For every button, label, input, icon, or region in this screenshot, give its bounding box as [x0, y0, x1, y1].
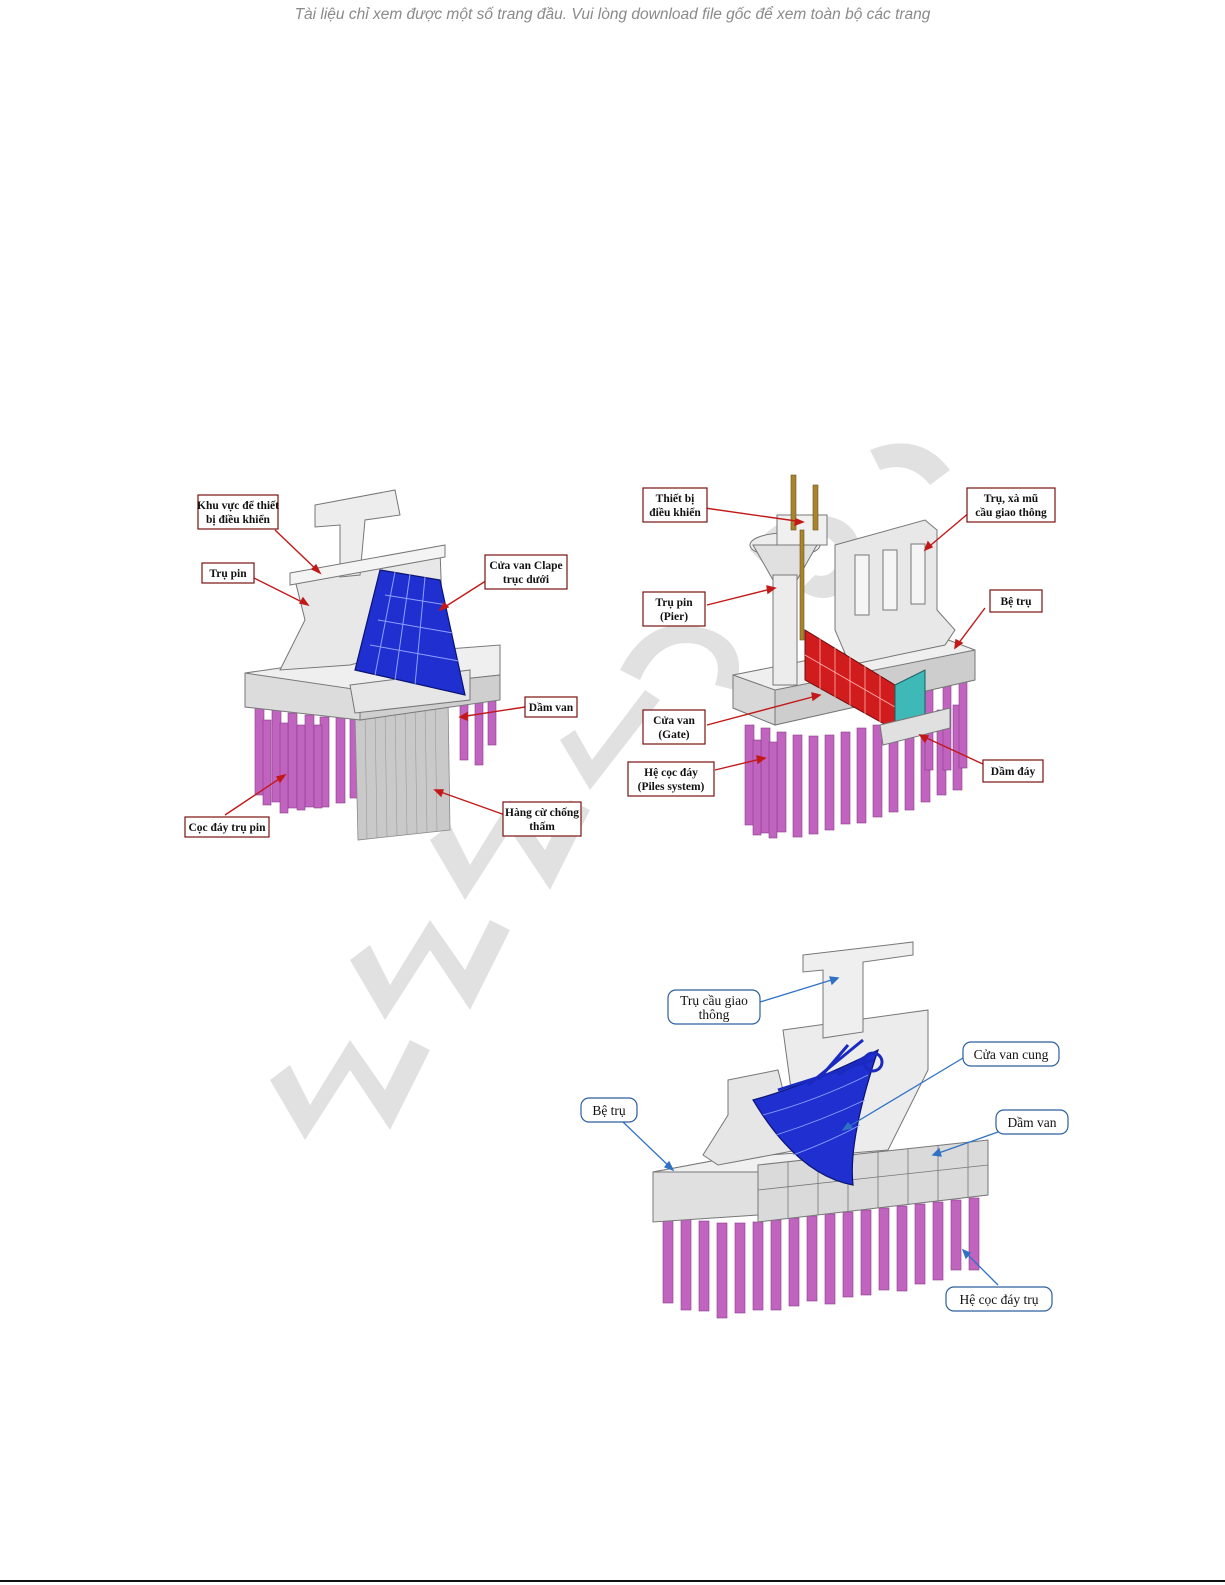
label-coc-day-tru-pin: Cọc đáy trụ pin: [184, 816, 270, 838]
svg-text:Hàng cừ chống: Hàng cừ chống: [505, 806, 579, 819]
label-tru-pin-pier: Trụ pin (Pier): [642, 591, 706, 627]
bottom-beam: [879, 707, 951, 746]
label-cua-van-clape: Cửa van Clape trục dưới: [484, 554, 568, 590]
svg-text:(Gate): (Gate): [658, 729, 689, 741]
label-hang-cu-chong-tham: Hàng cừ chống thấm: [502, 801, 582, 837]
sheet-pile-wall: [354, 696, 451, 841]
label-be-tru: Bệ trụ: [580, 1097, 638, 1123]
svg-text:Cửa van Clape: Cửa van Clape: [489, 560, 562, 572]
clape-gate: [354, 569, 466, 696]
callout-arrows: [622, 976, 999, 1286]
callout-arrows: [704, 507, 986, 771]
label-cua-van-cung: Cửa van cung: [962, 1041, 1060, 1067]
svg-text:Hệ cọc đáy: Hệ cọc đáy: [644, 767, 698, 779]
label-he-coc-day: Hệ cọc đáy (Piles system): [627, 761, 715, 797]
piles-group: [254, 674, 497, 814]
label-tru-pin: Trụ pin: [201, 562, 255, 584]
svg-text:Dầm van: Dầm van: [1007, 1115, 1056, 1130]
svg-text:thông: thông: [699, 1007, 730, 1022]
svg-text:bị điều khiển: bị điều khiển: [206, 513, 271, 526]
label-be-tru: Bệ trụ: [989, 589, 1043, 613]
bridge-pier-deck: [834, 519, 956, 666]
svg-text:Cọc đáy trụ pin: Cọc đáy trụ pin: [189, 822, 267, 834]
label-tru-xa-mu: Trụ, xà mũ cầu giao thông: [966, 487, 1056, 523]
label-dam-van: Dầm van: [995, 1109, 1069, 1135]
svg-text:Hệ cọc đáy trụ: Hệ cọc đáy trụ: [959, 1292, 1038, 1307]
label-dam-day: Dầm đáy: [982, 759, 1044, 783]
label-thiet-bi-dieu-khien: Thiết bị điều khiển: [642, 487, 708, 523]
figure-clape-gate: Khu vực để thiết bị điều khiển Trụ pin C…: [184, 489, 582, 841]
label-tru-cau-giao-thong: Trụ cầu giao thông: [667, 989, 761, 1025]
figure-pier-gate: Thiết bị điều khiển Trụ, xà mũ cầu giao …: [627, 474, 1056, 839]
figure-radial-gate: Trụ cầu giao thông Cửa van cung Bệ trụ D…: [580, 941, 1069, 1319]
svg-text:Khu vực để thiết: Khu vực để thiết: [197, 499, 279, 512]
page-bottom-rule: [0, 1580, 1225, 1582]
svg-text:(Pier): (Pier): [660, 611, 688, 623]
label-dam-van: Dầm van: [524, 696, 578, 718]
svg-text:Trụ cầu giao: Trụ cầu giao: [680, 993, 748, 1008]
svg-text:Trụ, xà mũ: Trụ, xà mũ: [984, 493, 1039, 505]
svg-text:Dầm van: Dầm van: [529, 701, 574, 714]
label-cua-van-gate: Cửa van (Gate): [642, 709, 706, 745]
svg-text:Bệ trụ: Bệ trụ: [592, 1103, 626, 1118]
svg-text:(Piles system): (Piles system): [638, 781, 705, 793]
callout-arrows: [224, 529, 526, 816]
download-notice-banner: Tài liệu chỉ xem được một số trang đầu. …: [294, 6, 931, 23]
svg-text:thấm: thấm: [529, 820, 555, 833]
svg-text:Cửa van cung: Cửa van cung: [974, 1047, 1049, 1062]
svg-text:trục dưới: trục dưới: [503, 574, 550, 586]
svg-text:Trụ pin: Trụ pin: [209, 568, 247, 580]
svg-text:cầu giao thông: cầu giao thông: [975, 506, 1047, 519]
svg-text:Bệ trụ: Bệ trụ: [1001, 596, 1033, 608]
label-he-coc-day-tru: Hệ cọc đáy trụ: [945, 1286, 1053, 1312]
piles-group: [662, 1197, 980, 1319]
svg-text:điều khiển: điều khiển: [649, 506, 701, 519]
radial-gate: [752, 1038, 884, 1186]
svg-text:Trụ pin: Trụ pin: [655, 597, 693, 609]
svg-text:Thiết bị: Thiết bị: [656, 492, 695, 505]
hoist-posts: [790, 474, 819, 641]
svg-text:Cửa van: Cửa van: [653, 715, 695, 727]
svg-text:Dầm đáy: Dầm đáy: [991, 765, 1036, 778]
label-khu-vuc-thiet-bi: Khu vực để thiết bị điều khiển: [197, 494, 279, 530]
